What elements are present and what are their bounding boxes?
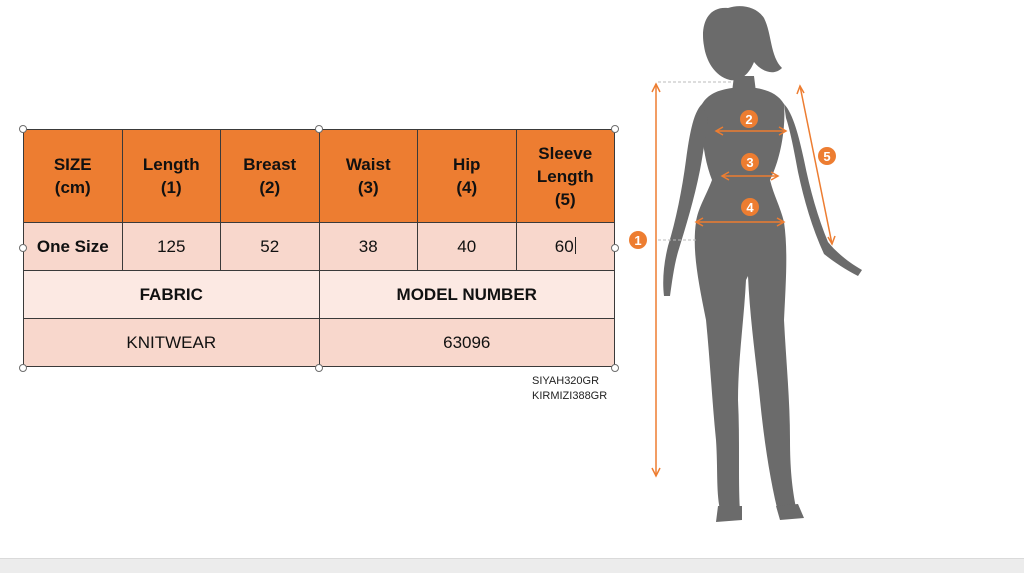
header-cell-breast[interactable]: Breast (2) <box>220 129 320 223</box>
slide-canvas: SIZE (cm) Length (1) Breast (2) Waist (3… <box>19 0 880 530</box>
status-bar <box>0 558 1024 573</box>
marker-4: 4 <box>741 198 759 216</box>
table-row: FABRIC MODEL NUMBER <box>23 270 615 319</box>
resize-handle-top-right[interactable] <box>611 125 619 133</box>
resize-handle-middle-right[interactable] <box>611 244 619 252</box>
marker-1: 1 <box>629 231 647 249</box>
breast-measure-line <box>714 126 788 136</box>
resize-handle-middle-left[interactable] <box>19 244 27 252</box>
resize-handle-bottom-right[interactable] <box>611 364 619 372</box>
fabric-label-cell[interactable]: FABRIC <box>23 270 320 319</box>
svg-text:1: 1 <box>634 233 641 248</box>
svg-text:5: 5 <box>823 149 830 164</box>
color-code-red: KIRMIZI388GR <box>532 390 608 402</box>
resize-handle-top-left[interactable] <box>19 125 27 133</box>
marker-3: 3 <box>741 153 759 171</box>
size-chart-table[interactable]: SIZE (cm) Length (1) Breast (2) Waist (3… <box>23 129 615 367</box>
color-codes-textbox[interactable]: SIYAH320GR KIRMIZI388GR <box>532 374 607 404</box>
svg-text:4: 4 <box>746 200 754 215</box>
table-header-row: SIZE (cm) Length (1) Breast (2) Waist (3… <box>23 129 615 223</box>
header-cell-size[interactable]: SIZE (cm) <box>23 129 123 223</box>
cell-hip-value[interactable]: 40 <box>417 222 517 271</box>
length-measure-line <box>651 82 661 478</box>
svg-text:3: 3 <box>746 155 753 170</box>
sleeve-measure-line <box>796 84 836 246</box>
resize-handle-bottom-left[interactable] <box>19 364 27 372</box>
marker-5: 5 <box>818 147 836 165</box>
hip-measure-line <box>694 217 786 227</box>
cell-waist-value[interactable]: 38 <box>318 222 418 271</box>
cell-size-value[interactable]: One Size <box>23 222 123 271</box>
header-cell-waist[interactable]: Waist (3) <box>318 129 418 223</box>
model-number-value-cell[interactable]: 63096 <box>318 318 615 367</box>
body-measurement-figure[interactable]: 1 2 3 4 5 <box>620 0 880 530</box>
fabric-value-cell[interactable]: KNITWEAR <box>23 318 320 367</box>
model-number-label-cell[interactable]: MODEL NUMBER <box>318 270 615 319</box>
svg-text:2: 2 <box>745 112 752 127</box>
resize-handle-top-middle[interactable] <box>315 125 323 133</box>
header-cell-sleeve-length[interactable]: Sleeve Length (5) <box>515 129 615 223</box>
cell-breast-value[interactable]: 52 <box>220 222 320 271</box>
resize-handle-bottom-middle[interactable] <box>315 364 323 372</box>
table-row: One Size 125 52 38 40 60 <box>23 222 615 271</box>
sleeve-length-text: 60 <box>554 237 574 256</box>
header-cell-hip[interactable]: Hip (4) <box>417 129 517 223</box>
waist-measure-line <box>720 171 780 181</box>
color-code-black: SIYAH320GR <box>532 375 600 387</box>
header-cell-length[interactable]: Length (1) <box>121 129 221 223</box>
text-cursor <box>574 237 576 254</box>
cell-length-value[interactable]: 125 <box>121 222 221 271</box>
body-silhouette <box>663 6 862 522</box>
cell-sleeve-length-value[interactable]: 60 <box>515 222 615 271</box>
table-row: KNITWEAR 63096 <box>23 318 615 367</box>
marker-2: 2 <box>740 110 758 128</box>
